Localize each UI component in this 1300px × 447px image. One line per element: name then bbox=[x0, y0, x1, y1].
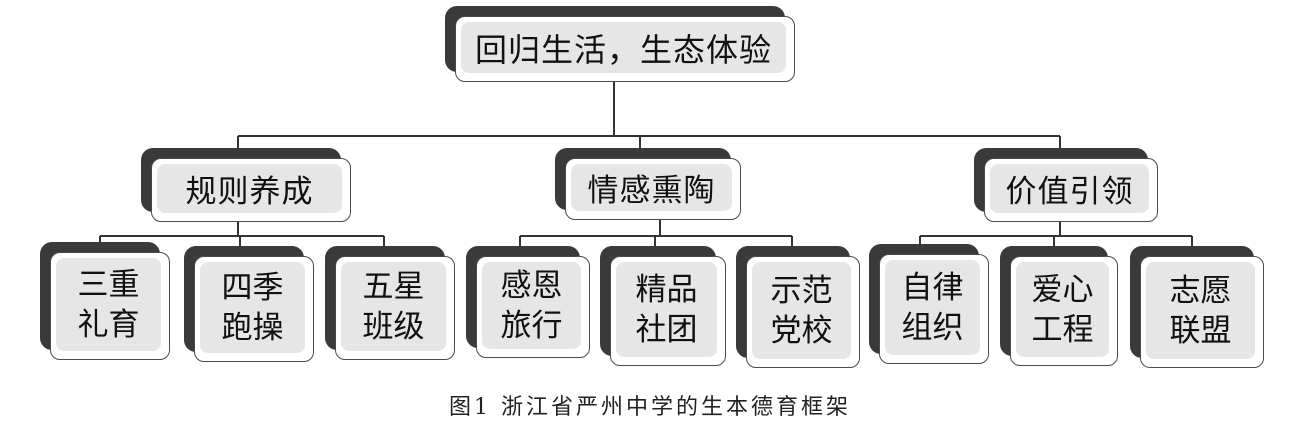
leaf-label-line2: 旅行 bbox=[500, 307, 563, 344]
leaf-node-7: 自律 组织 bbox=[869, 244, 989, 364]
leaf-label-line2: 礼育 bbox=[77, 306, 140, 343]
leaf-node-6: 示范 党校 bbox=[736, 246, 860, 368]
leaf-label-line1: 感恩 bbox=[500, 267, 563, 304]
figure-caption: 图1 浙江省严州中学的生本德育框架 bbox=[449, 395, 851, 420]
leaf-node-1: 三重 礼育 bbox=[40, 242, 170, 360]
branch-node-label: 价值引领 bbox=[990, 164, 1149, 213]
leaf-label-line2: 班级 bbox=[362, 308, 425, 345]
root-node: 回归生活，生态体验 bbox=[445, 6, 795, 82]
leaf-node-3: 五星 班级 bbox=[325, 246, 455, 360]
leaf-label-line1: 四季 bbox=[221, 269, 284, 306]
leaf-label-line1: 精品 bbox=[635, 271, 698, 308]
leaf-label-line2: 工程 bbox=[1031, 311, 1094, 348]
leaf-node-5: 精品 社团 bbox=[600, 246, 726, 366]
branch-node-label: 情感熏陶 bbox=[571, 164, 732, 211]
root-node-label: 回归生活，生态体验 bbox=[461, 22, 786, 73]
leaf-label-line2: 联盟 bbox=[1169, 312, 1232, 349]
leaf-label-line2: 党校 bbox=[770, 312, 833, 349]
leaf-label-line2: 跑操 bbox=[221, 309, 284, 346]
leaf-label-line1: 三重 bbox=[77, 266, 140, 303]
leaf-node-4: 感恩 旅行 bbox=[466, 246, 590, 358]
branch-node-1: 规则养成 bbox=[141, 148, 351, 222]
leaf-node-9: 志愿 联盟 bbox=[1130, 246, 1264, 368]
leaf-label-line1: 五星 bbox=[362, 268, 425, 305]
branch-node-label: 规则养成 bbox=[157, 164, 342, 213]
branch-node-3: 价值引领 bbox=[974, 148, 1158, 222]
leaf-label-line1: 爱心 bbox=[1031, 271, 1094, 308]
leaf-node-8: 爱心 工程 bbox=[1000, 246, 1118, 366]
leaf-label-line2: 社团 bbox=[635, 311, 698, 348]
leaf-label-line1: 自律 bbox=[901, 269, 964, 306]
leaf-node-2: 四季 跑操 bbox=[184, 246, 314, 362]
leaf-label-line1: 示范 bbox=[770, 272, 833, 309]
leaf-label-line1: 志愿 bbox=[1169, 272, 1232, 309]
branch-node-2: 情感熏陶 bbox=[555, 148, 741, 220]
leaf-label-line2: 组织 bbox=[901, 309, 964, 346]
